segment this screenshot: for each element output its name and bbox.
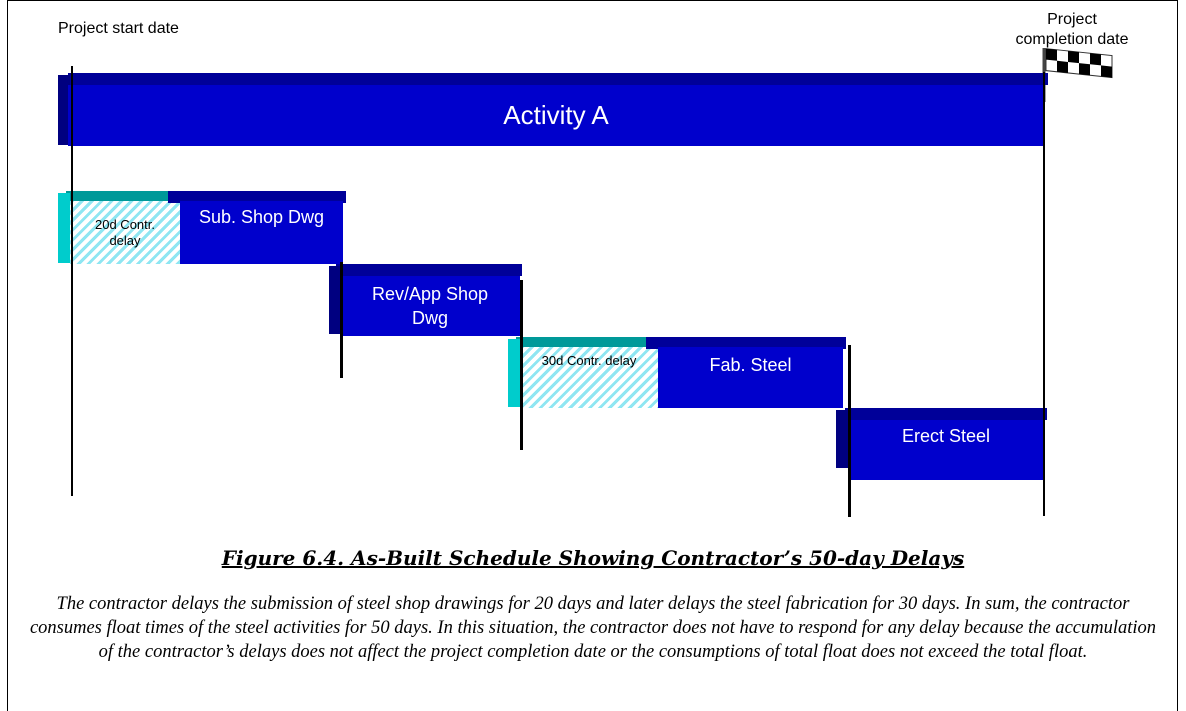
milestone-line-3 — [848, 345, 851, 517]
sub-shop-dwg-bar-top — [168, 191, 346, 203]
start-date-line — [71, 66, 73, 496]
rev-app-shop-dwg-bar: Rev/App Shop Dwg — [340, 276, 520, 336]
erect-steel-bar-side — [836, 410, 848, 468]
figure-frame — [7, 0, 1178, 711]
delay-1-label: 20d Contr. delay — [95, 216, 155, 248]
activity-a-bar: Activity A — [68, 85, 1044, 146]
delay-1-box: 20d Contr. delay — [70, 201, 180, 264]
erect-steel-bar-top — [845, 408, 1047, 420]
project-start-label: Project start date — [58, 20, 179, 37]
sub-shop-dwg-label: Sub. Shop Dwg — [198, 207, 325, 227]
delay-2-top — [516, 337, 666, 347]
activity-a-bar-side — [58, 75, 70, 145]
rev-app-shop-dwg-bar-side — [329, 266, 341, 334]
checkered-flag-icon — [1042, 48, 1113, 102]
fab-steel-bar: Fab. Steel — [658, 347, 843, 408]
delay-1-top — [66, 191, 186, 201]
sub-shop-dwg-bar: Sub. Shop Dwg — [180, 201, 343, 264]
rev-app-shop-dwg-bar-top — [336, 264, 522, 276]
delay-1-side — [58, 193, 70, 263]
completion-date-line — [1043, 72, 1045, 516]
erect-steel-label: Erect Steel — [901, 426, 991, 446]
figure-caption-body: The contractor delays the submission of … — [29, 594, 1157, 662]
fab-steel-bar-top — [646, 337, 846, 349]
delay-2-label: 30d Contr. delay — [541, 353, 637, 368]
delay-2-side — [508, 339, 520, 407]
figure-caption-title: Figure 6.4. As-Built Schedule Showing Co… — [221, 546, 965, 570]
milestone-line-1 — [340, 262, 343, 378]
erect-steel-bar: Erect Steel — [848, 420, 1044, 480]
milestone-line-2 — [520, 280, 523, 450]
fab-steel-label: Fab. Steel — [709, 355, 792, 375]
activity-a-bar-top — [68, 73, 1048, 85]
activity-a-label: Activity A — [503, 100, 609, 130]
rev-app-shop-dwg-label: Rev/App Shop Dwg — [371, 284, 489, 328]
delay-2-box: 30d Contr. delay — [520, 347, 658, 408]
project-completion-label: Project completion date — [1015, 11, 1129, 48]
